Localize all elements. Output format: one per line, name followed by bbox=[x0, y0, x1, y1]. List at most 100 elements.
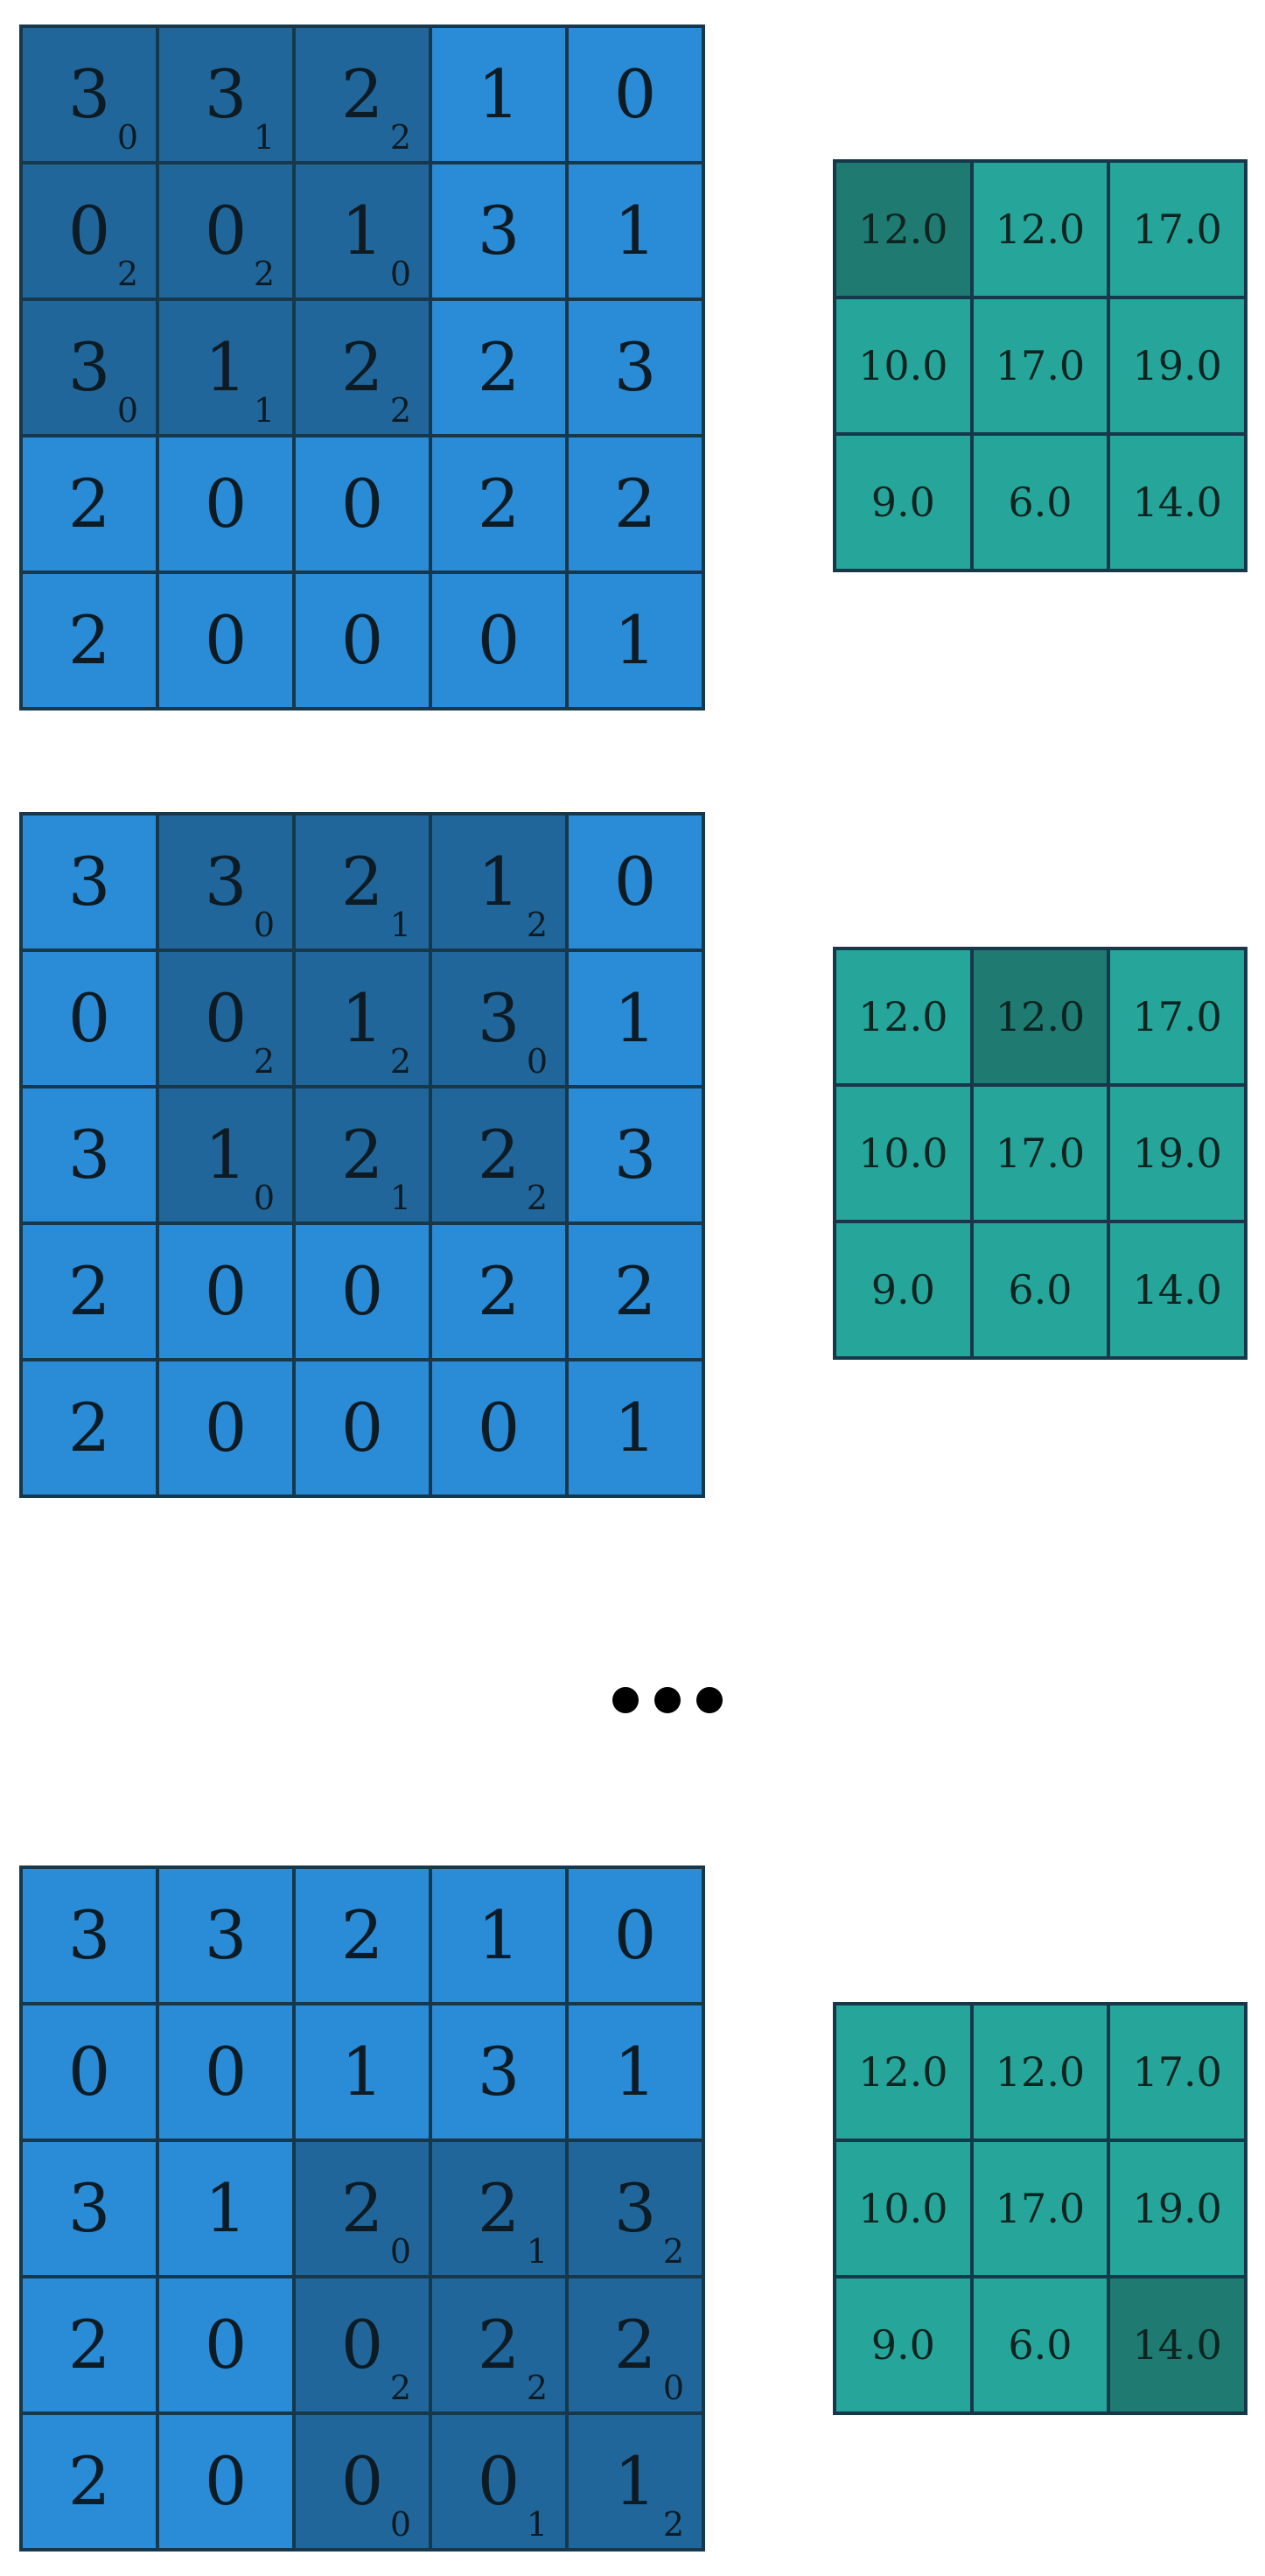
input-cell: 3 bbox=[430, 163, 567, 299]
input-value: 3 bbox=[67, 2169, 111, 2247]
input-value: 2 bbox=[613, 2306, 657, 2384]
input-cell: 3 bbox=[430, 2004, 567, 2140]
output-cell: 17.0 bbox=[1108, 2004, 1246, 2140]
output-cell: 14.0 bbox=[1108, 434, 1246, 570]
kernel-weight: 2 bbox=[389, 1042, 411, 1081]
input-value: 2 bbox=[613, 1252, 657, 1330]
output-cell: 14.0 bbox=[1108, 1222, 1246, 1358]
kernel-weight: 1 bbox=[253, 391, 275, 430]
input-value: 1 bbox=[613, 2033, 657, 2110]
input-value: 1 bbox=[477, 55, 521, 133]
output-cell: 19.0 bbox=[1108, 298, 1246, 434]
kernel-weight: 0 bbox=[389, 2505, 411, 2544]
output-value: 17.0 bbox=[1132, 206, 1222, 253]
input-value: 0 bbox=[477, 1389, 521, 1466]
input-cell: 0 bbox=[157, 1223, 294, 1360]
kernel-weight: 1 bbox=[526, 2232, 548, 2271]
input-value: 3 bbox=[477, 2033, 521, 2110]
input-value: 3 bbox=[67, 1116, 111, 1194]
output-cell-active: 14.0 bbox=[1108, 2277, 1246, 2413]
input-value: 0 bbox=[204, 2033, 248, 2110]
output-value: 6.0 bbox=[1008, 2321, 1073, 2369]
output-cell: 9.0 bbox=[835, 434, 972, 570]
input-value: 0 bbox=[340, 2442, 384, 2520]
input-value: 3 bbox=[204, 843, 248, 920]
input-value: 0 bbox=[204, 601, 248, 679]
input-value: 0 bbox=[477, 2442, 521, 2520]
input-cell: 0 bbox=[294, 1223, 430, 1360]
output-value: 12.0 bbox=[995, 993, 1086, 1040]
kernel-weight: 2 bbox=[253, 255, 275, 293]
output-value: 17.0 bbox=[995, 342, 1086, 389]
kernel-weight: 0 bbox=[253, 906, 275, 944]
input-cell: 3 bbox=[567, 299, 703, 436]
kernel-weight: 0 bbox=[389, 255, 411, 293]
input-cell: 0 bbox=[21, 2004, 157, 2140]
output-value: 17.0 bbox=[995, 1130, 1086, 1177]
input-value: 2 bbox=[477, 465, 521, 542]
output-value: 12.0 bbox=[858, 2048, 948, 2096]
output-value: 14.0 bbox=[1132, 479, 1222, 526]
input-cell: 0 bbox=[157, 1360, 294, 1496]
output-cell-active: 12.0 bbox=[971, 948, 1109, 1085]
input-cell: 1 bbox=[567, 2004, 703, 2140]
input-value: 0 bbox=[204, 2306, 248, 2384]
input-value: 0 bbox=[477, 601, 521, 679]
output-value: 14.0 bbox=[1132, 2321, 1222, 2369]
output-cell: 6.0 bbox=[971, 434, 1109, 570]
input-value: 3 bbox=[477, 192, 521, 270]
input-cell: 0 bbox=[294, 436, 430, 572]
output-cell: 10.0 bbox=[835, 2140, 972, 2277]
output-value: 12.0 bbox=[858, 993, 948, 1040]
output-cell: 6.0 bbox=[971, 1222, 1109, 1358]
input-value: 3 bbox=[67, 328, 111, 406]
input-value: 1 bbox=[613, 1389, 657, 1466]
kernel-weight: 2 bbox=[662, 2232, 684, 2271]
input-value: 3 bbox=[477, 979, 521, 1057]
input-cell: 2 bbox=[430, 436, 567, 572]
kernel-weight: 2 bbox=[526, 2369, 548, 2407]
input-value: 1 bbox=[340, 979, 384, 1057]
ellipsis-dot bbox=[696, 1687, 723, 1713]
kernel-weight: 0 bbox=[526, 1042, 548, 1081]
input-cell: 2 bbox=[567, 436, 703, 572]
output-value: 10.0 bbox=[858, 2185, 948, 2232]
input-value: 3 bbox=[204, 1896, 248, 1974]
output-cell: 10.0 bbox=[835, 298, 972, 434]
output-cell: 17.0 bbox=[1108, 948, 1246, 1085]
input-value: 3 bbox=[67, 843, 111, 920]
input-value: 1 bbox=[340, 2033, 384, 2110]
input-value: 2 bbox=[477, 1116, 521, 1194]
input-cell: 3 bbox=[21, 814, 157, 950]
kernel-weight: 2 bbox=[116, 255, 138, 293]
input-cell: 3 bbox=[21, 2140, 157, 2277]
input-value: 2 bbox=[340, 55, 384, 133]
input-value: 2 bbox=[340, 2169, 384, 2247]
kernel-weight: 1 bbox=[526, 2505, 548, 2544]
input-cell: 2 bbox=[294, 1867, 430, 2004]
input-value: 1 bbox=[477, 1896, 521, 1974]
ellipsis-dot bbox=[612, 1687, 639, 1713]
output-cell-active: 12.0 bbox=[835, 161, 972, 298]
output-cell: 12.0 bbox=[971, 161, 1109, 298]
input-value: 3 bbox=[67, 1896, 111, 1974]
input-value: 2 bbox=[67, 1389, 111, 1466]
input-cell: 1 bbox=[567, 163, 703, 299]
input-value: 2 bbox=[67, 2306, 111, 2384]
input-cell: 3 bbox=[157, 1867, 294, 2004]
output-cell: 12.0 bbox=[971, 2004, 1109, 2140]
input-value: 3 bbox=[204, 55, 248, 133]
